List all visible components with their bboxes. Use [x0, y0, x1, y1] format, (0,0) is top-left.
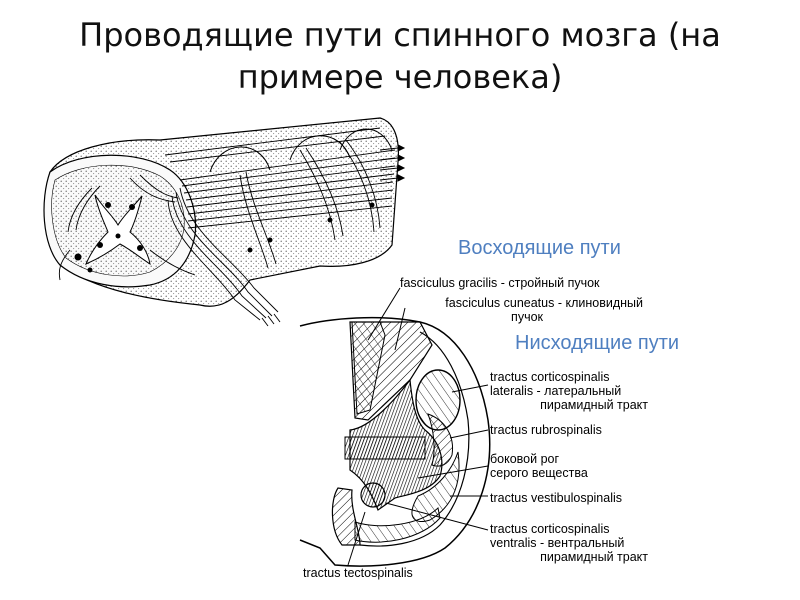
- label-lateral-corticospinal: tractus corticospinalis lateralis - лате…: [490, 370, 648, 412]
- ascending-tracts-heading: Восходящие пути: [458, 237, 621, 259]
- label-lateral-horn-line-2: серого вещества: [490, 466, 588, 480]
- descending-tracts-heading: Нисходящие пути: [515, 332, 680, 354]
- label-fasciculus-gracilis: fasciculus gracilis - стройный пучок: [400, 276, 600, 290]
- spinal-cord-cross-section: [299, 287, 491, 567]
- label-tectospinal: tractus tectospinalis: [303, 566, 413, 580]
- label-lateral-corticospinal-line-1: tractus corticospinalis: [490, 370, 610, 384]
- label-vestibulospinal: tractus vestibulospinalis: [490, 491, 623, 505]
- label-lateral-corticospinal-line-3: пирамидный тракт: [540, 398, 648, 412]
- slide-title: Проводящие пути спинного мозга (на приме…: [0, 14, 800, 98]
- label-ventral-corticospinal: tractus corticospinalis ventralis - вент…: [490, 522, 648, 564]
- label-lateral-corticospinal-line-2: lateralis - латеральный: [490, 384, 622, 398]
- label-fasciculus-cuneatus-line-1: fasciculus cuneatus - клиновидный: [445, 296, 643, 310]
- label-ventral-corticospinal-line-3: пирамидный тракт: [540, 550, 648, 564]
- label-lateral-horn-line-1: боковой рог: [490, 452, 560, 466]
- label-ventral-corticospinal-line-1: tractus corticospinalis: [490, 522, 610, 536]
- label-ventral-corticospinal-line-2: ventralis - вентральный: [490, 536, 625, 550]
- slide-title-line-1: Проводящие пути спинного мозга (на: [79, 16, 721, 54]
- label-rubrospinal: tractus rubrospinalis: [490, 423, 602, 437]
- label-fasciculus-cuneatus-line-2: пучок: [511, 310, 543, 324]
- spinal-cord-3d-illustration: [43, 117, 406, 327]
- label-fasciculus-cuneatus: fasciculus cuneatus - клиновидный пучок: [400, 296, 643, 324]
- label-lateral-horn: боковой рог серого вещества: [490, 452, 588, 480]
- slide-title-line-2: примере человека): [237, 58, 563, 96]
